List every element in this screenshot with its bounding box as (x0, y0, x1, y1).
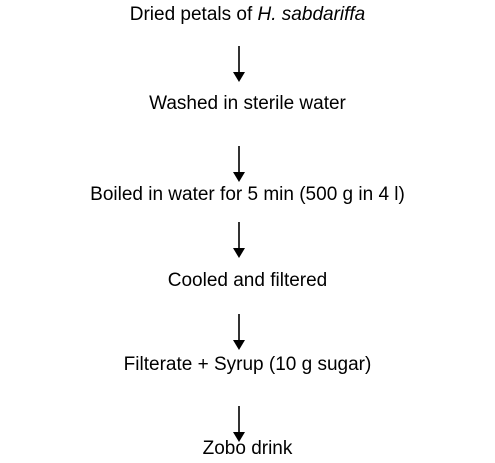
step-zobo-drink: Zobo drink (202, 438, 293, 459)
flow-arrow-2 (232, 146, 246, 182)
step-filterate: Filterate + Syrup (10 g sugar) (123, 354, 372, 375)
flow-arrow-1 (232, 46, 246, 82)
step-dried-petals: Dried petals of H. sabdariffa (0, 4, 495, 26)
species-name: H. sabdariffa (257, 4, 366, 25)
step-washed: Washed in sterile water (149, 93, 346, 114)
flow-arrow-3 (232, 222, 246, 258)
step-cooled: Cooled and filtered (167, 270, 328, 291)
step-boiled: Boiled in water for 5 min (500 g in 4 l) (90, 184, 405, 205)
flow-arrow-4 (232, 314, 246, 350)
step-dried-petals-text: Dried petals of (129, 4, 258, 25)
flow-arrow-5 (232, 406, 246, 442)
